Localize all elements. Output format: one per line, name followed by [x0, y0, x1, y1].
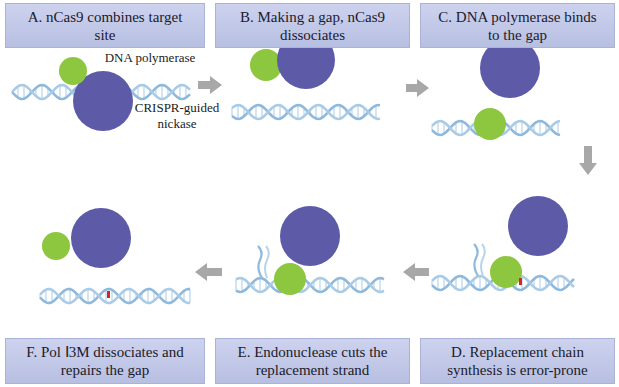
base-pair: [105, 290, 107, 303]
base-pair: [431, 126, 433, 130]
base-pair: [143, 85, 145, 98]
dna-strand: [236, 278, 384, 292]
base-pair: [319, 278, 321, 292]
base-pair: [337, 278, 339, 291]
step-arrow: [198, 76, 222, 94]
dna-strand: [40, 289, 190, 303]
base-pair: [539, 121, 541, 135]
base-pair: [59, 85, 61, 98]
base-pair: [297, 105, 299, 119]
step-caption: B. Making a gap, nCas9 dissociates: [232, 8, 394, 44]
dna-strand: [40, 289, 190, 303]
dna-helix: [40, 289, 190, 303]
step-header-box: A. nCas9 combines target site: [5, 3, 205, 48]
base-pair: [431, 281, 433, 285]
dna-helix: [236, 278, 384, 292]
dna-strand: [232, 105, 380, 119]
polymerase-circle: [490, 256, 522, 288]
step-arrow-shape: [195, 263, 222, 281]
flap-strand: [258, 246, 262, 278]
base-pair: [361, 278, 363, 291]
step-caption: E. Endonuclease cuts the replacement str…: [232, 343, 394, 379]
step-panel: F. Pol Ⅰ3M dissociates and repairs the g…: [5, 178, 192, 384]
polymerase-circle: [250, 49, 282, 81]
step-panel: D. Replacement chain synthesis is error-…: [432, 178, 615, 384]
step-arrow-shape: [406, 79, 429, 97]
base-pair: [437, 121, 439, 134]
base-pair: [161, 85, 163, 99]
step-panel: C. DNA polymerase binds to the gap: [432, 3, 615, 143]
flap-strand: [481, 244, 485, 276]
base-pair: [461, 121, 463, 134]
step-caption: F. Pol Ⅰ3M dissociates and repairs the g…: [24, 343, 186, 379]
base-pair: [179, 85, 181, 98]
step-arrow-shape: [403, 263, 429, 281]
nickase-circle: [71, 208, 131, 268]
displaced-flap: [474, 244, 485, 276]
step-caption: C. DNA polymerase binds to the gap: [437, 8, 599, 44]
flap-strand: [265, 246, 269, 278]
base-pair: [437, 276, 439, 289]
step-arrow-shape: [198, 76, 222, 94]
base-pair: [557, 121, 559, 134]
step-arrow: [195, 263, 222, 281]
base-pair: [539, 276, 541, 290]
dna-helix: [232, 105, 380, 119]
nickase-circle: [508, 196, 568, 256]
part-label: DNA polymerase: [100, 50, 200, 66]
step-caption: A. nCas9 combines target site: [24, 8, 186, 44]
base-pair: [259, 278, 261, 292]
base-pair: [255, 105, 257, 118]
base-pair: [189, 289, 191, 303]
polymerase-circle: [474, 108, 506, 140]
base-pair: [45, 290, 47, 303]
base-pair: [241, 278, 243, 291]
mutation-mark: [519, 278, 522, 285]
base-pair: [557, 276, 559, 289]
base-pair: [237, 105, 239, 119]
base-pair: [479, 276, 481, 290]
step-arrow: [406, 79, 429, 97]
base-pair: [231, 108, 233, 116]
base-pair: [279, 105, 281, 118]
base-pair: [147, 289, 149, 303]
dna-strand: [232, 105, 380, 119]
step-arrow: [403, 263, 429, 281]
polymerase-circle: [42, 232, 70, 260]
mutation-mark: [107, 291, 110, 298]
polymerase-circle: [274, 263, 306, 295]
base-pair: [357, 105, 359, 119]
base-pair: [235, 280, 237, 291]
part-label: CRISPR-guided nickase: [134, 100, 220, 133]
step-arrow-shape: [579, 146, 597, 175]
base-pair: [461, 276, 463, 289]
base-pair: [41, 85, 43, 99]
base-pair: [69, 289, 71, 303]
displaced-flap: [258, 246, 269, 278]
step-arrow: [579, 146, 597, 175]
base-pair: [339, 105, 341, 118]
step-panel: E. Endonuclease cuts the replacement str…: [225, 178, 400, 384]
step-header-box: B. Making a gap, nCas9 dissociates: [215, 3, 410, 48]
base-pair: [375, 105, 377, 118]
dna-strand: [236, 278, 384, 292]
polymerase-circle: [59, 57, 87, 85]
nickase-circle: [280, 206, 340, 266]
step-header-box: D. Replacement chain synthesis is error-…: [420, 338, 615, 384]
base-pair: [379, 278, 381, 292]
base-pair: [521, 121, 523, 134]
base-pair: [165, 290, 167, 303]
base-pair: [23, 85, 25, 98]
base-pair: [87, 289, 89, 303]
step-header-box: F. Pol Ⅰ3M dissociates and repairs the g…: [5, 338, 205, 384]
step-header-box: E. Endonuclease cuts the replacement str…: [215, 338, 410, 384]
step-panel: B. Making a gap, nCas9 dissociates: [225, 3, 403, 143]
base-pair: [315, 105, 317, 118]
step-header-box: C. DNA polymerase binds to the gap: [420, 3, 615, 48]
flap-strand: [474, 244, 478, 276]
base-pair: [129, 289, 131, 303]
step-caption: D. Replacement chain synthesis is error-…: [437, 343, 599, 379]
